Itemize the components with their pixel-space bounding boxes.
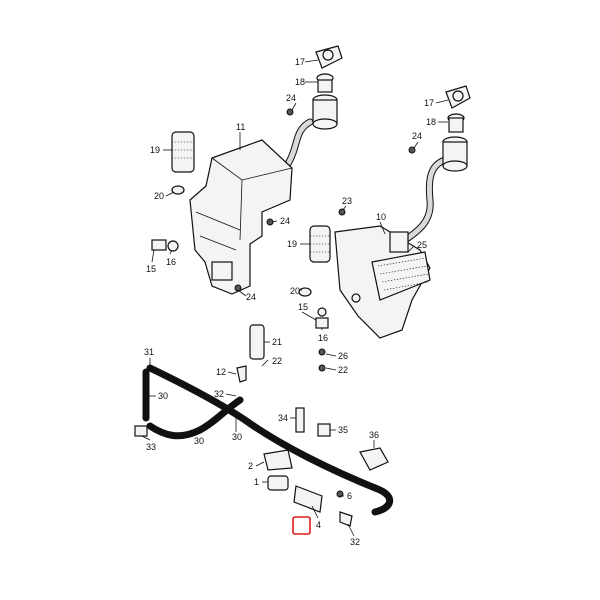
callout-label: 15 [146,264,156,274]
callout-label: 24 [412,131,422,141]
callout-label: 20 [154,191,164,201]
callout-label: 31 [144,347,154,357]
callout-label: 18 [295,77,305,87]
washer-pump-left [171,131,195,173]
cap-1 [267,475,289,491]
callout-label: 2 [248,461,253,471]
clip-35 [317,423,331,437]
callout-label: 22 [272,356,282,366]
screw-6 [336,490,344,498]
callout-label: 17 [424,98,434,108]
callout-label: 18 [426,117,436,127]
callout-label: 1 [254,477,259,487]
callout-label: 15 [298,302,308,312]
callout-label: 12 [216,367,226,377]
callout-label: 34 [278,413,288,423]
connector-12 [236,365,247,383]
callout-label: 17 [295,57,305,67]
callout-label: 24 [280,216,290,226]
connector-32 [339,511,353,527]
callout-label: 20 [290,286,300,296]
holder-36 [359,447,389,471]
callout-label: 19 [150,145,160,155]
callout-label: 32 [214,389,224,399]
callout-label: 6 [347,491,352,501]
callout-label: 30 [194,436,204,446]
grommet-right [298,287,312,297]
callout-label: 24 [246,292,256,302]
callout-label: 30 [158,391,168,401]
callout-label: 36 [369,430,379,440]
callout-label: 32 [350,537,360,547]
level-sensor-left [151,239,167,251]
washer-pump-21 [249,324,265,360]
nozzle-4 [293,485,323,513]
callout-label: 16 [166,257,176,267]
seal-right [317,307,327,317]
callout-label: 21 [272,337,282,347]
callout-label: 26 [338,351,348,361]
filler-hose-right [401,156,449,244]
mounting-bracket-25 [371,251,431,301]
callout-label: 16 [318,333,328,343]
connector-33 [134,425,148,437]
clip-34 [295,407,305,433]
callout-label: 25 [417,240,427,250]
bracket-2 [263,449,293,471]
seal-left [167,240,179,252]
callout-label: 11 [236,122,245,132]
callout-label: 10 [376,212,386,222]
callout-label: 30 [232,432,242,442]
highlight-marker [292,516,311,535]
callout-label: 35 [338,425,348,435]
level-sensor-right [315,317,329,329]
callout-label: 24 [286,93,296,103]
callout-label: 23 [342,196,352,206]
callout-label: 4 [316,520,321,530]
grommet-left [171,185,185,195]
callout-label: 22 [338,365,348,375]
callout-label: 19 [287,239,297,249]
callout-label: 33 [146,442,156,452]
